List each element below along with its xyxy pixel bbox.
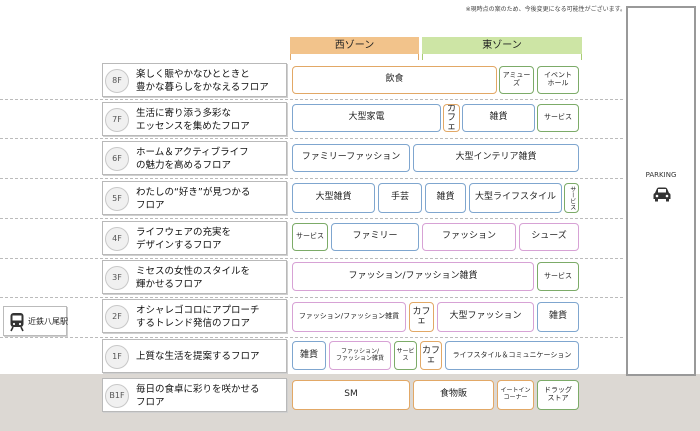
floor-description: 毎日の食卓に彩りを咲かせる フロア <box>136 384 260 408</box>
shop-family-4f: ファミリー <box>331 223 419 251</box>
floor-row-8f: 8F 楽しく賑やかなひとときと 豊かな暮らしをかなえるフロア <box>102 63 287 97</box>
floor-description: ライフウェアの充実を デザインするフロア <box>136 227 232 251</box>
west-zone-bracket <box>290 54 419 60</box>
shop-food-retail-b1f: 食物販 <box>413 380 494 410</box>
floor-separator <box>0 218 623 219</box>
shop-cafe-7f: カフェ <box>443 104 460 132</box>
shop-fashion-goods-2f: ファッション/ファッション雑貨 <box>292 302 406 332</box>
shop-lifestyle-5f: 大型ライフスタイル <box>469 183 562 213</box>
floor-badge: 3F <box>105 266 129 290</box>
floor-row-3f: 3F ミセスの女性のスタイルを 輝かせるフロア <box>102 260 287 294</box>
shop-fashion-goods-1f: ファッション/ ファッション雑貨 <box>329 341 391 370</box>
shop-family-fashion-6f: ファミリーファッション <box>292 144 410 172</box>
shop-large-goods-5f: 大型雑貨 <box>292 183 375 213</box>
shop-service-4f: サービス <box>292 223 328 251</box>
floor-row-b1f: B1F 毎日の食卓に彩りを咲かせる フロア <box>102 378 287 412</box>
floor-badge: 6F <box>105 147 129 171</box>
east-zone-bracket <box>422 54 582 60</box>
shop-handicraft-5f: 手芸 <box>378 183 422 213</box>
shop-eat-in-corner-b1f: イートイン コーナー <box>497 380 534 410</box>
floor-badge: 7F <box>105 108 129 132</box>
shop-shoes-4f: シューズ <box>519 223 579 251</box>
floor-row-5f: 5F わたしの“好き”が見つかる フロア <box>102 181 287 215</box>
floor-description: わたしの“好き”が見つかる フロア <box>136 187 251 211</box>
floor-description: 生活に寄り添う多彩な エッセンスを集めたフロア <box>136 108 250 132</box>
shop-interior-6f: 大型インテリア雑貨 <box>413 144 579 172</box>
train-icon <box>10 313 24 332</box>
floor-badge: 2F <box>105 305 129 329</box>
shop-fashion-4f: ファッション <box>422 223 516 251</box>
shop-supermarket-b1f: SM <box>292 380 410 410</box>
floor-separator <box>0 99 623 100</box>
floor-row-7f: 7F 生活に寄り添う多彩な エッセンスを集めたフロア <box>102 102 287 136</box>
shop-goods-7f: 雑貨 <box>462 104 535 132</box>
shop-fashion-goods-3f: ファッション/ファッション雑貨 <box>292 262 534 291</box>
floor-separator <box>0 337 623 338</box>
floor-separator <box>0 258 623 259</box>
shop-event-hall-8f: イベント ホール <box>537 66 579 94</box>
floor-row-4f: 4F ライフウェアの充実を デザインするフロア <box>102 221 287 255</box>
floor-separator <box>0 178 623 179</box>
floor-description: ミセスの女性のスタイルを 輝かせるフロア <box>136 266 251 290</box>
shop-lifestyle-communication-1f: ライフスタイル＆コミュニケーション <box>445 341 579 370</box>
disclaimer-note: ※現時点の案のため、今後変更になる可能性がございます。 <box>465 6 626 13</box>
floor-row-2f: 2F オシャレゴコロにアプローチ するトレンド発信のフロア <box>102 299 287 333</box>
floor-badge: 8F <box>105 69 129 93</box>
shop-large-fashion-2f: 大型ファッション <box>437 302 534 332</box>
floor-description: オシャレゴコロにアプローチ するトレンド発信のフロア <box>136 305 260 329</box>
floor-row-6f: 6F ホーム＆アクティブライフ の魅力を高めるフロア <box>102 141 287 175</box>
west-zone-header: 西ゾーン <box>290 37 419 54</box>
car-icon <box>653 187 671 202</box>
parking-label: PARKING <box>645 171 677 179</box>
shop-goods-5f: 雑貨 <box>425 183 466 213</box>
floor-description: 楽しく賑やかなひとときと 豊かな暮らしをかなえるフロア <box>136 69 269 93</box>
station-box: 近鉄八尾駅 <box>3 306 68 336</box>
shop-service-5f: サービス <box>564 183 579 213</box>
station-label: 近鉄八尾駅 <box>28 317 68 326</box>
floor-badge: 4F <box>105 227 129 251</box>
shop-restaurants-8f: 飲食 <box>292 66 497 94</box>
parking-building: PARKING <box>626 6 696 376</box>
floor-row-1f: 1F 上質な生活を提案するフロア <box>102 339 287 373</box>
shop-cafe-2f: カフェ <box>409 302 434 332</box>
shop-cafe-1f: カフェ <box>420 341 442 370</box>
shop-electronics-7f: 大型家電 <box>292 104 441 132</box>
shop-drugstore-b1f: ドラッグ ストア <box>537 380 579 410</box>
shop-amusement-8f: アミューズ <box>499 66 534 94</box>
floor-badge: 5F <box>105 187 129 211</box>
shop-goods-1f: 雑貨 <box>292 341 326 370</box>
east-zone-header: 東ゾーン <box>422 37 582 54</box>
floor-description: 上質な生活を提案するフロア <box>136 351 260 362</box>
floor-badge: 1F <box>105 345 129 369</box>
shop-service-7f: サービス <box>537 104 579 132</box>
shop-service-1f: サービス <box>394 341 417 370</box>
floor-badge: B1F <box>105 384 129 408</box>
floor-description: ホーム＆アクティブライフ の魅力を高めるフロア <box>136 147 249 171</box>
floor-separator <box>0 138 623 139</box>
floor-separator <box>0 297 623 298</box>
shop-service-3f: サービス <box>537 262 579 291</box>
shop-goods-2f: 雑貨 <box>537 302 579 332</box>
